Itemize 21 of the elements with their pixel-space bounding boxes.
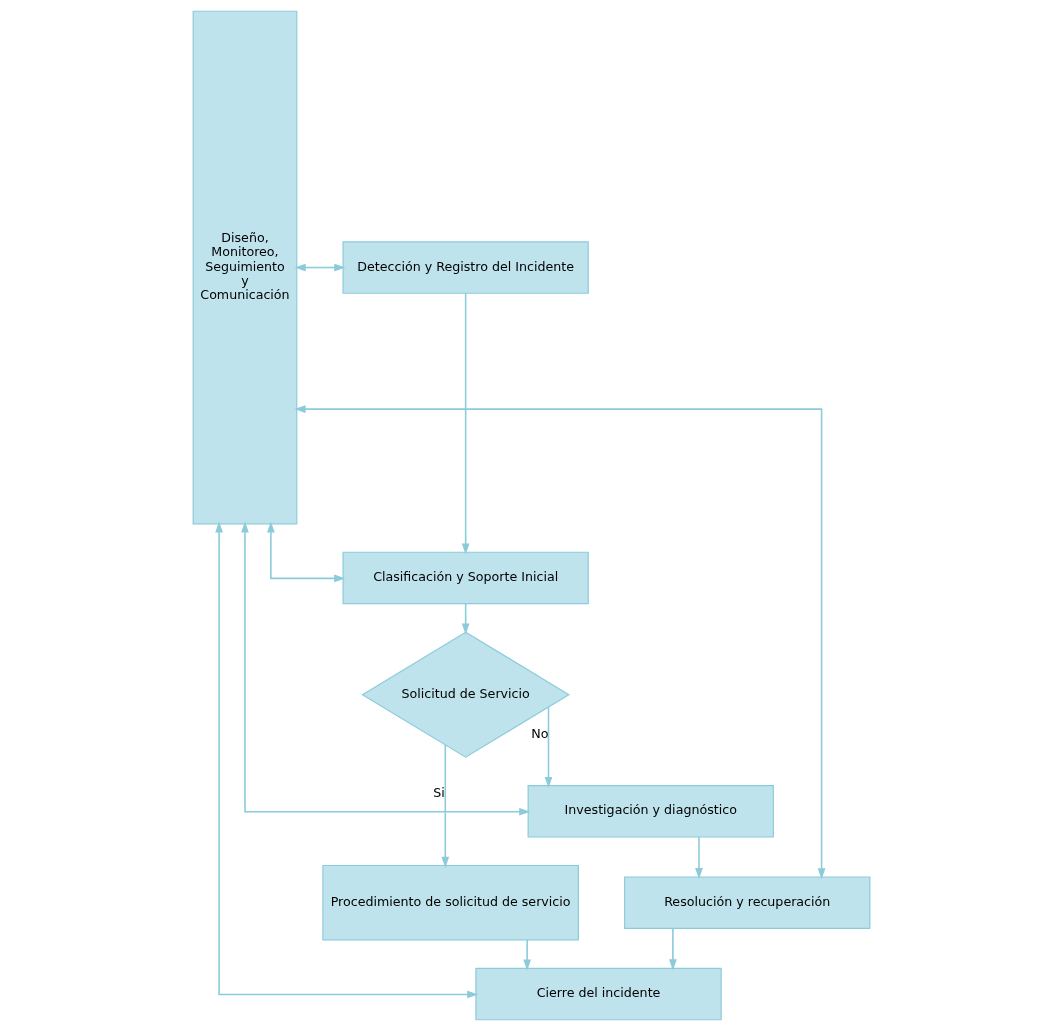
arrow (544, 706, 552, 788)
arrow (440, 744, 449, 868)
arrow (461, 603, 470, 635)
arrow (294, 263, 345, 272)
node-box: Detección y Registro del Incidente (341, 241, 589, 294)
edge-label: No (530, 726, 548, 742)
node-box: Clasificación y Soporte Inicial (341, 551, 589, 605)
arrow (214, 521, 478, 999)
edge-label: Si (432, 785, 445, 801)
arrow (694, 836, 703, 880)
node-box: Investigación y diagnóstico (527, 785, 774, 838)
arrow (522, 939, 531, 971)
node-box: Resolución y recuperación (623, 876, 870, 929)
node-box: Cierre del incidente (474, 967, 722, 1021)
arrow (461, 292, 470, 555)
arrow (668, 927, 677, 971)
arrow (240, 521, 530, 816)
node-box: Diseño, Monitoreo, Seguimiento y Comunicación (192, 10, 297, 525)
node-box: Procedimiento de solicitud de servicio (321, 864, 579, 941)
arrow (266, 521, 345, 583)
arrow (294, 405, 825, 880)
